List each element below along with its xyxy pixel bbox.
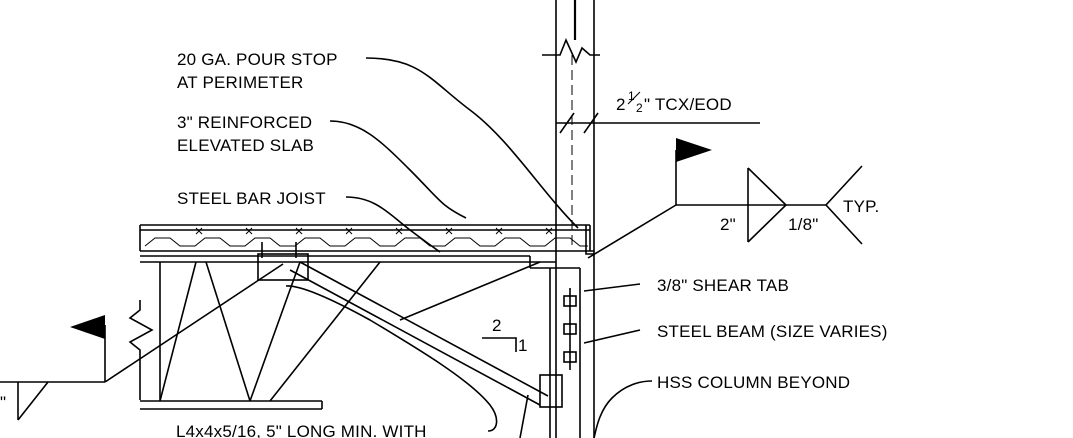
weld-size: 2" — [720, 215, 736, 234]
slope-run: 1 — [518, 336, 528, 355]
field-weld-flag-icon — [676, 138, 712, 162]
hss-column — [542, 0, 600, 438]
weld-typ: TYP. — [843, 197, 879, 216]
left-flag-icon — [70, 315, 105, 339]
left-cut-text: " — [0, 393, 6, 412]
slab-label-2: ELEVATED SLAB — [177, 136, 314, 155]
elevated-slab — [139, 224, 594, 255]
shear-tab-label: 3/8" SHEAR TAB — [657, 276, 789, 295]
slope-rise: 2 — [492, 316, 502, 335]
tcx-eod-dimension: 2 1 2 " TCX/EOD — [556, 89, 760, 134]
slope-mark: 2 1 — [482, 316, 528, 355]
steel-beam — [549, 267, 581, 438]
hss-column-label: HSS COLUMN BEYOND — [657, 373, 850, 392]
steel-bar-joist — [128, 242, 563, 410]
weld-symbol-left: " — [0, 263, 284, 421]
angle-note-label: L4x4x5/16, 5" LONG MIN. WITH — [176, 422, 427, 438]
weld-symbol: 2" 1/8" TYP. — [587, 138, 879, 259]
pour-stop-label-2: AT PERIMETER — [177, 73, 303, 92]
tcx-num: 1 — [628, 89, 635, 103]
tcx-whole: 2 — [616, 95, 626, 114]
steel-beam-label: STEEL BEAM (SIZE VARIES) — [657, 322, 888, 341]
shear-tab-bolts — [563, 288, 577, 370]
joist-label: STEEL BAR JOIST — [177, 189, 326, 208]
pour-stop-label-1: 20 GA. POUR STOP — [177, 50, 338, 69]
weld-pitch: 1/8" — [788, 215, 818, 234]
tcx-unit: " TCX/EOD — [644, 95, 732, 114]
tcx-den: 2 — [636, 101, 643, 115]
leaders — [285, 57, 653, 438]
slab-label-1: 3" REINFORCED — [177, 113, 312, 132]
rebar-marks — [195, 227, 553, 235]
